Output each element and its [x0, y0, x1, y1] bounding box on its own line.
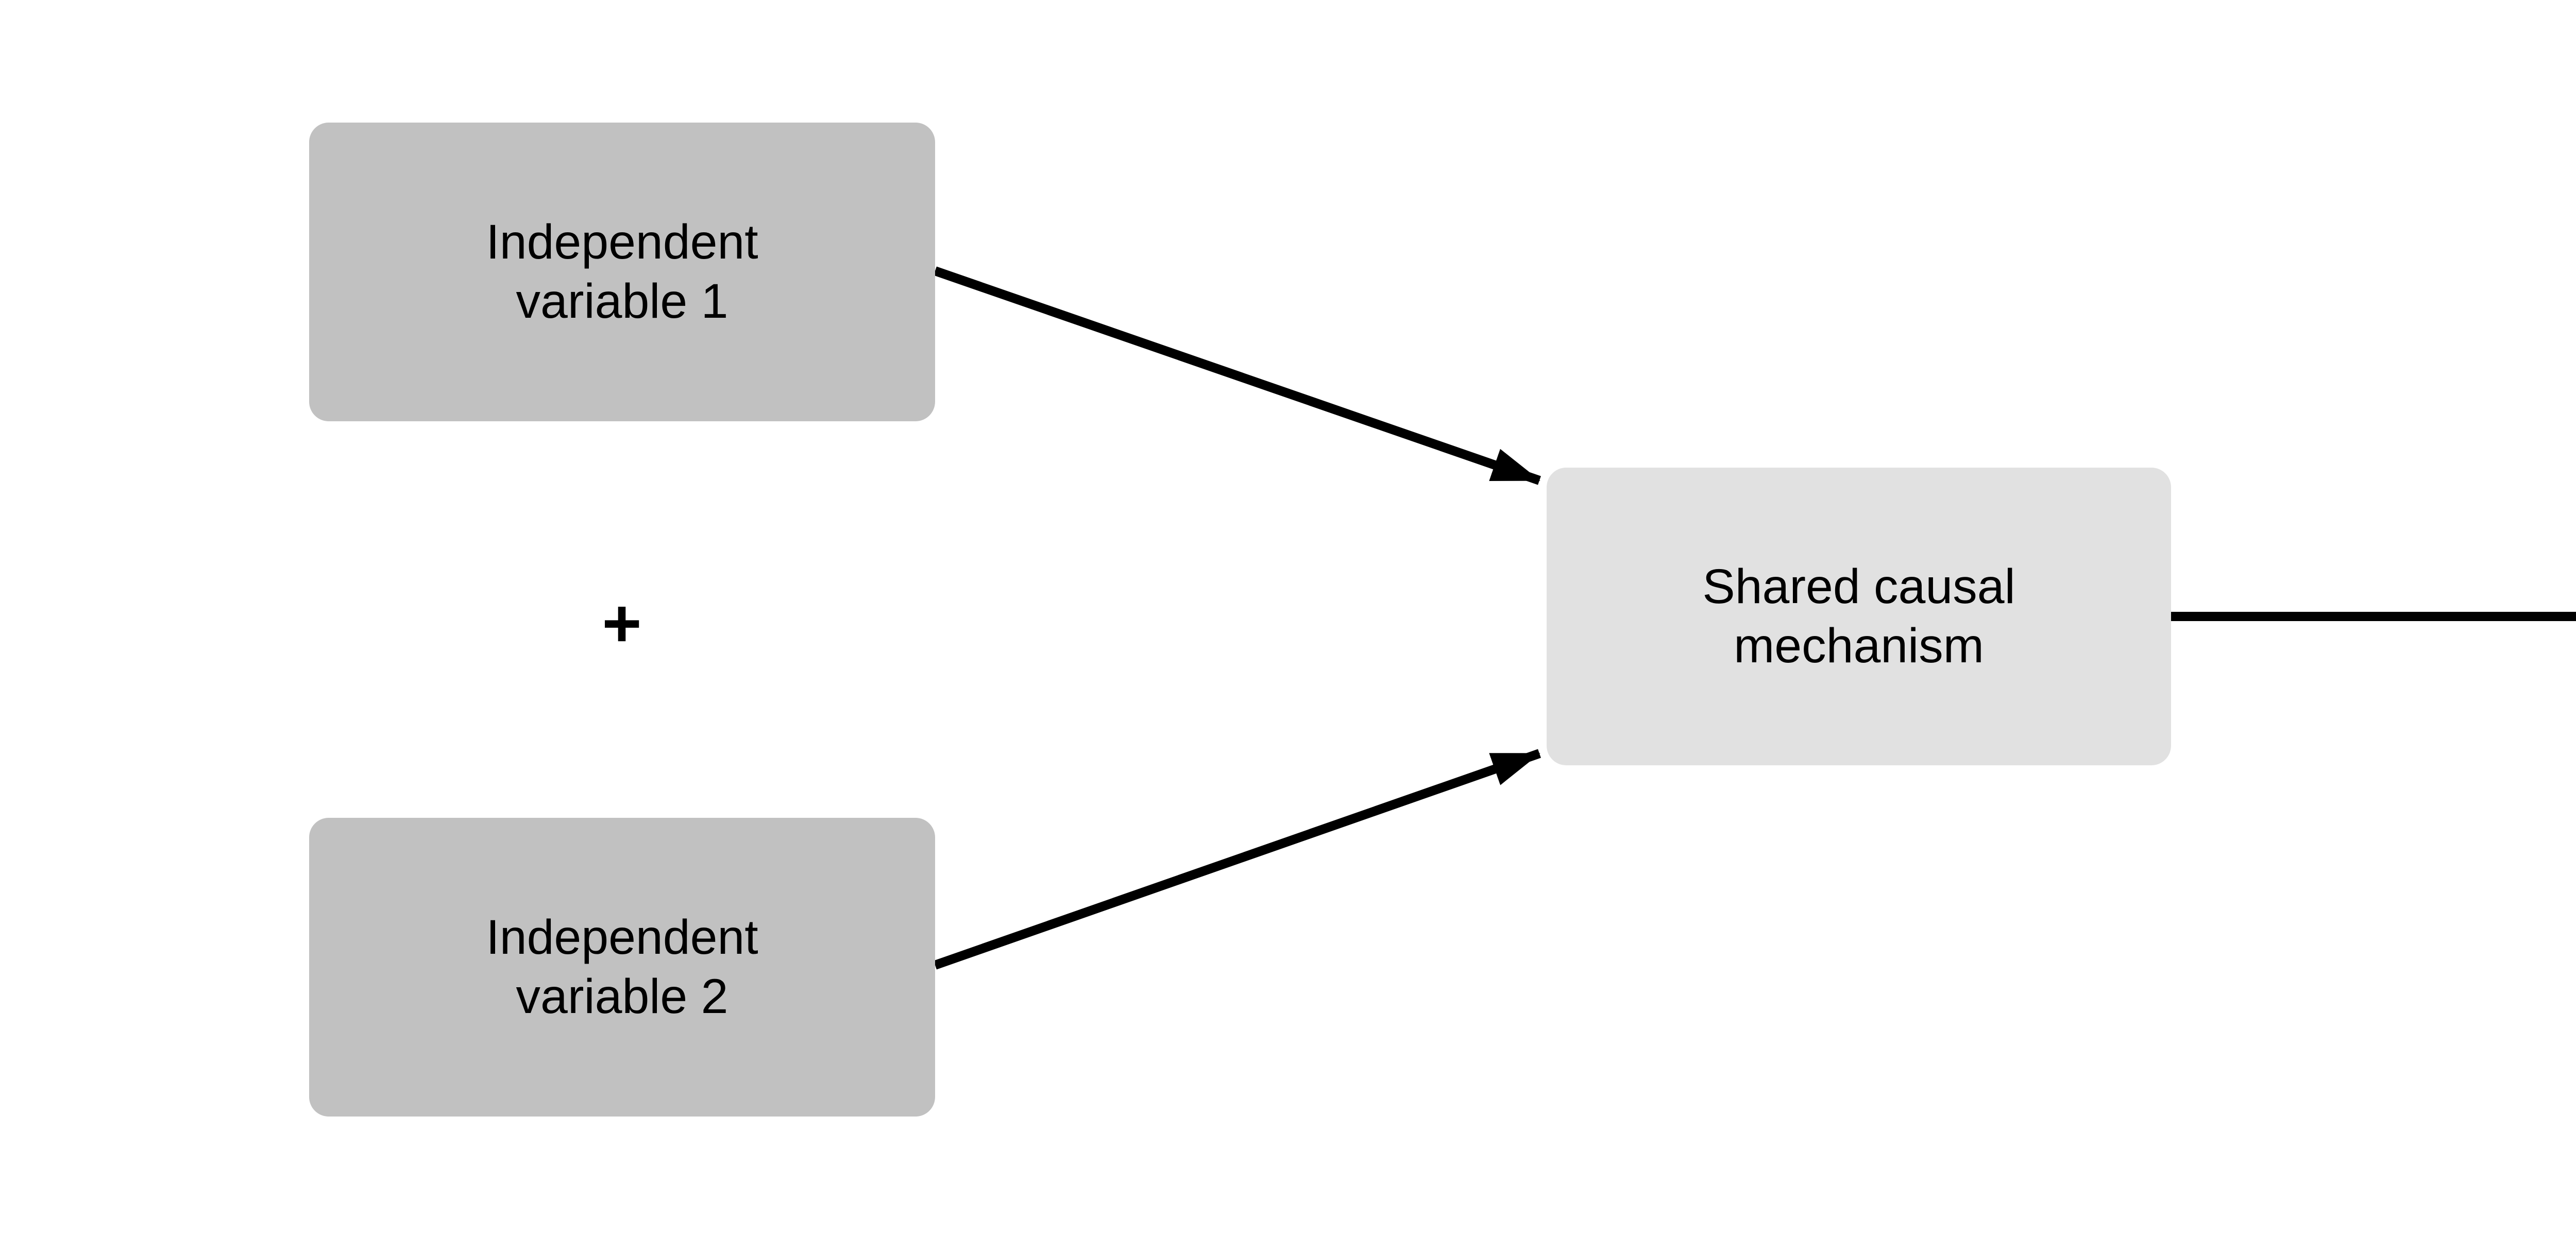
node-independent-variable-1: Independent variable 1 — [309, 123, 935, 421]
label-line: Independent — [486, 910, 758, 965]
node-label: Independent variable 2 — [486, 908, 758, 1026]
node-label: Independent variable 1 — [486, 213, 758, 331]
label-line: Independent — [486, 215, 758, 269]
edge-iv2-to-mechanism — [934, 749, 1541, 970]
label-line: mechanism — [1734, 619, 1984, 673]
node-shared-causal-mechanism: Shared causal mechanism — [1547, 468, 2171, 765]
label-line: variable 2 — [516, 969, 728, 1024]
node-independent-variable-2: Independent variable 2 — [309, 818, 935, 1117]
plus-operator: + — [602, 585, 642, 661]
label-line: variable 1 — [516, 274, 728, 329]
edge-iv1-to-mechanism — [934, 266, 1541, 485]
label-line: Shared causal — [1702, 559, 2015, 614]
node-label: Shared causal mechanism — [1702, 557, 2015, 676]
